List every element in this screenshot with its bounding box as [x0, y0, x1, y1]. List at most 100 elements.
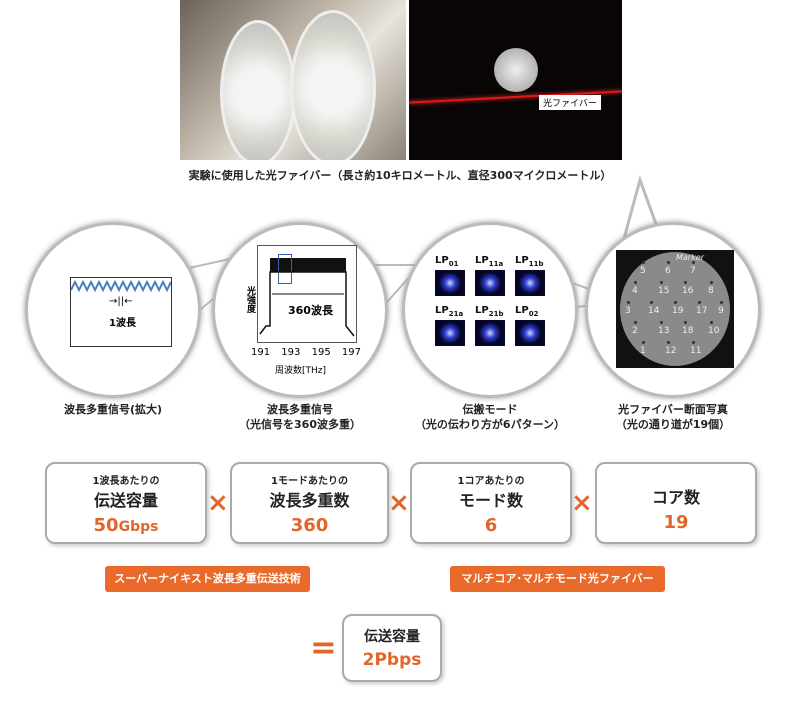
tech-label-super-nyquist: スーパーナイキスト波長多重伝送技術 [105, 566, 310, 592]
core-dot [634, 321, 637, 324]
coin-icon [494, 48, 538, 92]
core-dot [692, 341, 695, 344]
core-number: 1 [640, 346, 646, 356]
mode-label: LP11b [515, 255, 544, 268]
core-number: 7 [690, 266, 696, 276]
factor-value: 6 [484, 515, 498, 536]
factor-value: 360 [290, 515, 329, 536]
mode-label: LP02 [515, 305, 539, 318]
mode-label: LP21b [475, 305, 504, 318]
caption-line: 波長多重信号(拡大) [63, 403, 163, 416]
core-number: 19 [672, 306, 684, 316]
zoom-box [278, 254, 292, 284]
equals-icon: = [310, 628, 337, 666]
core-number: 15 [658, 286, 670, 296]
core-dot [667, 341, 670, 344]
core-dot [642, 341, 645, 344]
circle-caption: 波長多重信号(拡大) [18, 402, 208, 417]
fiber-coin-photo: 光ファイバー [409, 0, 622, 160]
factor-title: 伝送容量 [93, 491, 158, 510]
core-number: 6 [665, 266, 671, 276]
caption-line: （光の伝わり方が6パターン） [414, 418, 566, 431]
circle-caption: 伝搬モード （光の伝わり方が6パターン） [395, 402, 585, 432]
factor-box-modes: 1コアあたりのモード数 6 [410, 462, 572, 544]
multiply-icon: × [388, 488, 410, 518]
spool-icon [220, 20, 296, 160]
core-dot [692, 261, 695, 264]
one-wavelength-label: 1波長 [109, 318, 136, 329]
circle-caption: 波長多重信号 （光信号を360波多重） [205, 402, 395, 432]
core-dot [650, 301, 653, 304]
x-tick: 193 [281, 347, 301, 358]
core-dot [642, 261, 645, 264]
circle-wdm-zoom: →||← 1波長 [28, 225, 198, 395]
factor-value: 19 [663, 512, 689, 533]
photo-caption: 実験に使用した光ファイバー（長さ約10キロメートル、直径300マイクロメートル） [188, 169, 612, 182]
core-number: 10 [708, 326, 720, 336]
x-axis-label: 周波数[THz] [275, 366, 327, 376]
core-number: 12 [665, 346, 677, 356]
caption-line: （光の通り道が19個） [615, 418, 731, 431]
core-number: 9 [718, 306, 724, 316]
wavelength-count-label: 360波長 [288, 304, 333, 317]
core-number: 17 [696, 306, 708, 316]
factor-box-wavelengths: 1モードあたりの波長多重数 360 [230, 462, 389, 544]
caption-line: 光ファイバー断面写真 [618, 403, 728, 416]
core-dot [684, 321, 687, 324]
factor-sub: 1コアあたりの [457, 476, 525, 487]
core-number: 11 [690, 346, 702, 356]
core-dot [667, 261, 670, 264]
arrows-icon: →||← [109, 296, 133, 307]
core-dot [684, 281, 687, 284]
core-dot [720, 301, 723, 304]
caption-line: 波長多重信号 [267, 403, 333, 416]
mode-pattern [435, 320, 465, 346]
core-number: 13 [658, 326, 670, 336]
mode-pattern [515, 320, 545, 346]
result-title: 伝送容量 [364, 629, 420, 645]
wave-line [70, 279, 172, 293]
mode-label: LP01 [435, 255, 459, 268]
spectrum-band [270, 258, 346, 272]
core-dot [634, 281, 637, 284]
core-number: 8 [708, 286, 714, 296]
mode-pattern [475, 320, 505, 346]
core-dot [698, 301, 701, 304]
core-number: 18 [682, 326, 694, 336]
factor-sub: 1モードあたりの [271, 476, 348, 487]
factor-box-cores: コア数 19 [595, 462, 757, 544]
factor-sub: 1波長あたりの [92, 476, 160, 487]
factor-title: モード数 [458, 491, 523, 510]
mode-pattern [435, 270, 465, 296]
core-dot [660, 281, 663, 284]
fiber-spool-photo [180, 0, 406, 160]
factor-title: コア数 [651, 488, 700, 507]
caption-line: （光信号を360波多重） [239, 418, 361, 431]
spool-icon [290, 10, 376, 160]
mode-label: LP11a [475, 255, 504, 268]
spectrum-plot: 360波長 光強度 [245, 245, 357, 343]
factor-unit: Gbps [118, 519, 159, 535]
factor-title: 波長多重数 [269, 491, 350, 510]
circle-caption: 光ファイバー断面写真 （光の通り道が19個） [578, 402, 768, 432]
core-dot [627, 301, 630, 304]
x-tick: 191 [251, 347, 271, 358]
core-number: 5 [640, 266, 646, 276]
core-dot [660, 321, 663, 324]
core-number: 4 [632, 286, 638, 296]
marker-label: Marker [676, 253, 704, 262]
tech-label-multicore-fiber: マルチコア･マルチモード光ファイバー [450, 566, 665, 592]
core-number: 2 [632, 326, 638, 336]
caption-line: 伝搬モード [462, 403, 518, 416]
y-axis-label: 光強度 [245, 286, 255, 313]
multiply-icon: × [207, 488, 229, 518]
mode-pattern [475, 270, 505, 296]
